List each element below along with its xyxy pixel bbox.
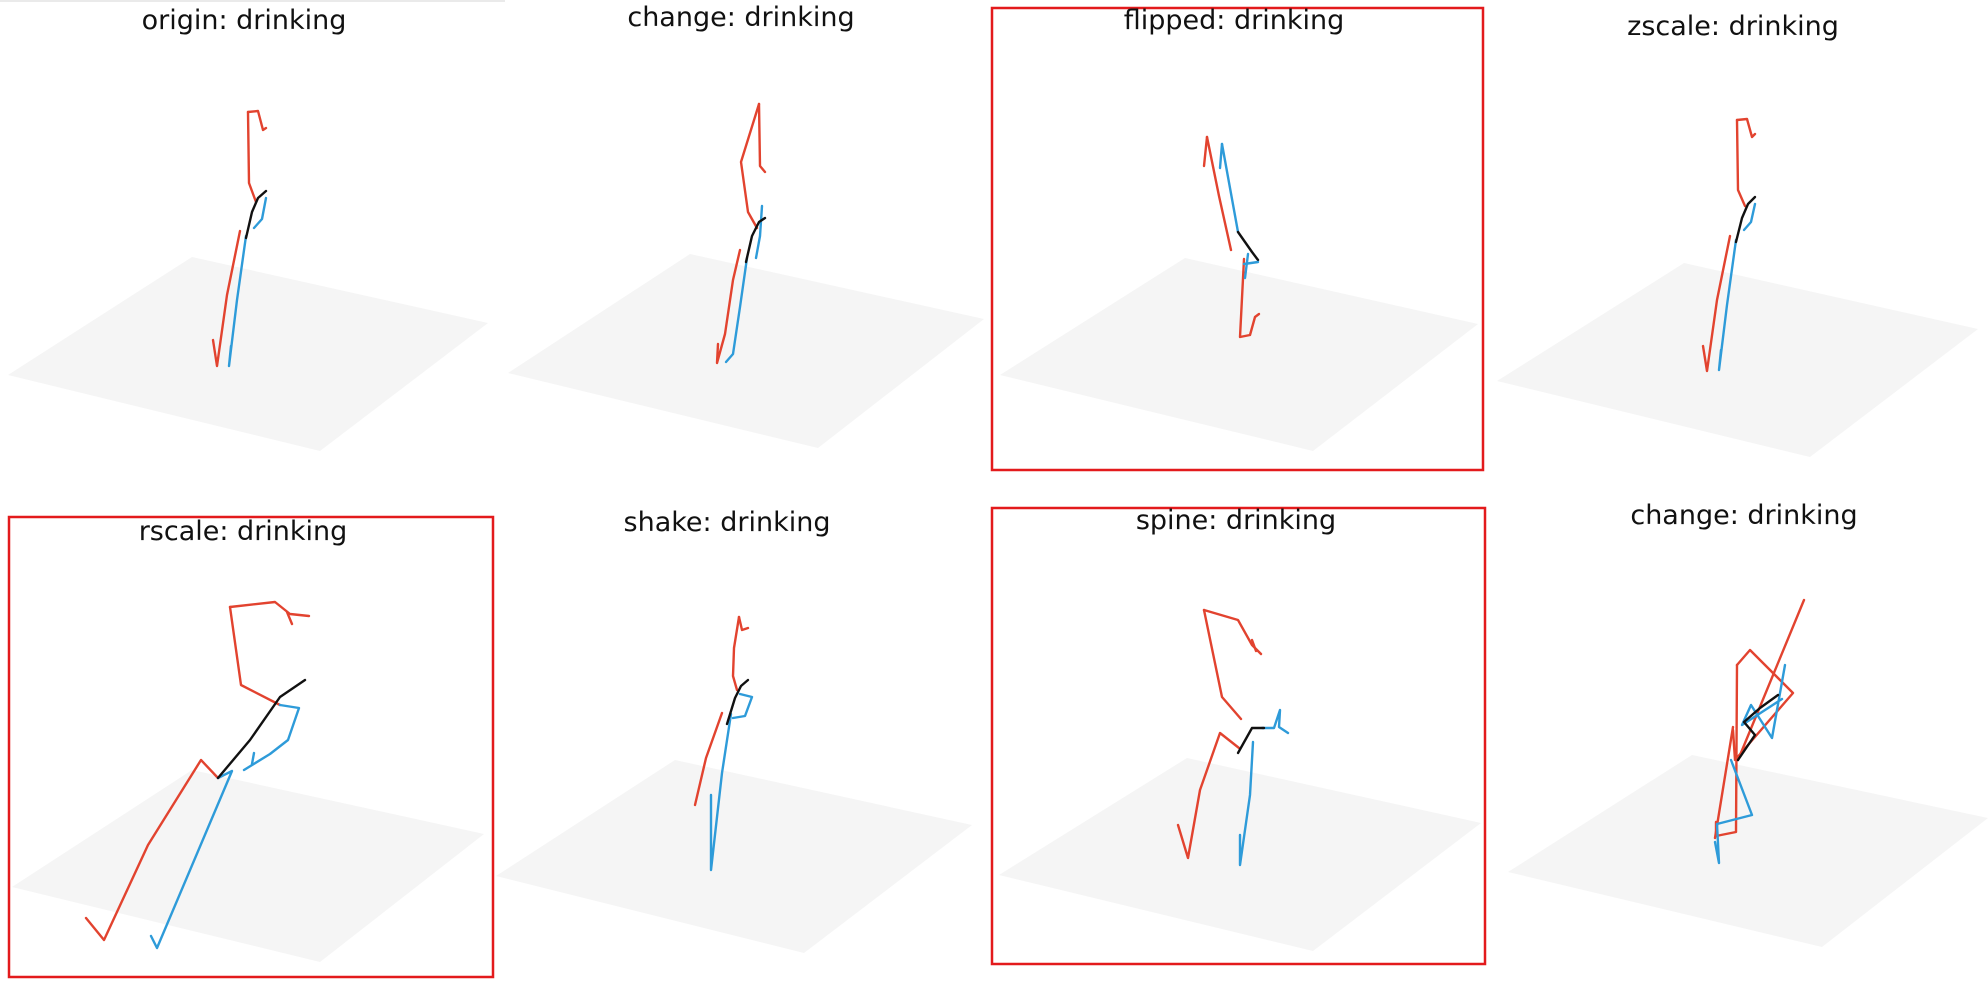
left-torso-side [228,605,282,707]
spine [1736,693,1780,762]
panel-6 [496,615,972,953]
right-torso-side [1220,142,1240,234]
spine [1236,726,1266,755]
ground-plane [1497,263,1978,457]
left-torso-side [246,110,258,204]
spine [244,189,268,240]
left-leg [715,248,742,365]
left-leg [211,229,242,368]
panel-title-4: zscale: drinking [1627,11,1839,42]
right-leg [149,769,234,950]
panel-8 [1508,598,1988,947]
panel-title-7: spine: drinking [1135,505,1337,536]
left-arm-upper [731,615,741,692]
left-hand-tip [1250,638,1258,653]
panel-7 [999,608,1481,951]
right-leg [1717,238,1738,372]
left-leg-b [1713,725,1735,840]
left-leg [84,758,220,942]
highlight-frame-spine [990,506,1487,966]
spine [1734,195,1757,244]
right-arm [731,692,754,720]
ground-plane [8,257,488,451]
ground-plane [508,254,984,448]
spine [216,678,307,780]
hip-connector [1242,260,1260,266]
left-arm [737,615,750,632]
ground-plane [496,760,972,953]
panel-title-5: rscale: drinking [138,516,348,547]
left-leg [693,711,724,807]
left-torso-side [1731,648,1795,762]
spine [1236,230,1260,262]
right-arm [242,703,301,772]
panel-5 [12,600,484,962]
left-leg [1238,257,1261,339]
panel-title-1: origin: drinking [141,5,347,36]
right-leg [227,234,248,368]
panel-title-2: change: drinking [627,2,855,33]
panel-4 [1497,117,1978,457]
left-torso-side [1202,608,1243,721]
right-hand-tip [250,751,256,766]
left-arm [1202,135,1209,168]
highlight-frame-flipped [990,6,1485,472]
panel-1 [8,109,488,451]
left-arm [1735,117,1757,139]
left-leg [1176,731,1241,860]
left-arm [228,600,311,618]
panel-title-3: flipped: drinking [1123,5,1345,36]
right-arm [754,204,764,260]
left-arm [757,102,767,174]
left-torso-side [1735,118,1747,208]
left-leg [1701,234,1732,373]
right-leg [709,712,733,872]
right-arm [1260,708,1290,735]
ground-plane [1508,755,1988,947]
left-hand-tip [285,610,294,626]
left-arm [246,109,268,132]
left-torso-side [739,102,761,230]
panel-3 [1000,135,1478,451]
spine [725,678,750,726]
right-arm [1742,202,1757,232]
right-arm [1740,663,1787,740]
panel-title-8: change: drinking [1630,500,1858,531]
ground-plane [12,770,484,962]
right-leg [724,256,749,364]
panel-2 [508,102,984,448]
panel-title-6: shake: drinking [623,507,831,538]
right-leg [1713,758,1754,865]
ground-plane [1000,258,1478,451]
highlight-frame-rscale [7,515,495,979]
right-arm [252,196,268,230]
right-leg [1243,252,1250,280]
left-arm [1736,598,1806,762]
right-leg [1238,740,1255,867]
left-torso-side [1205,135,1233,252]
spine [744,216,767,264]
